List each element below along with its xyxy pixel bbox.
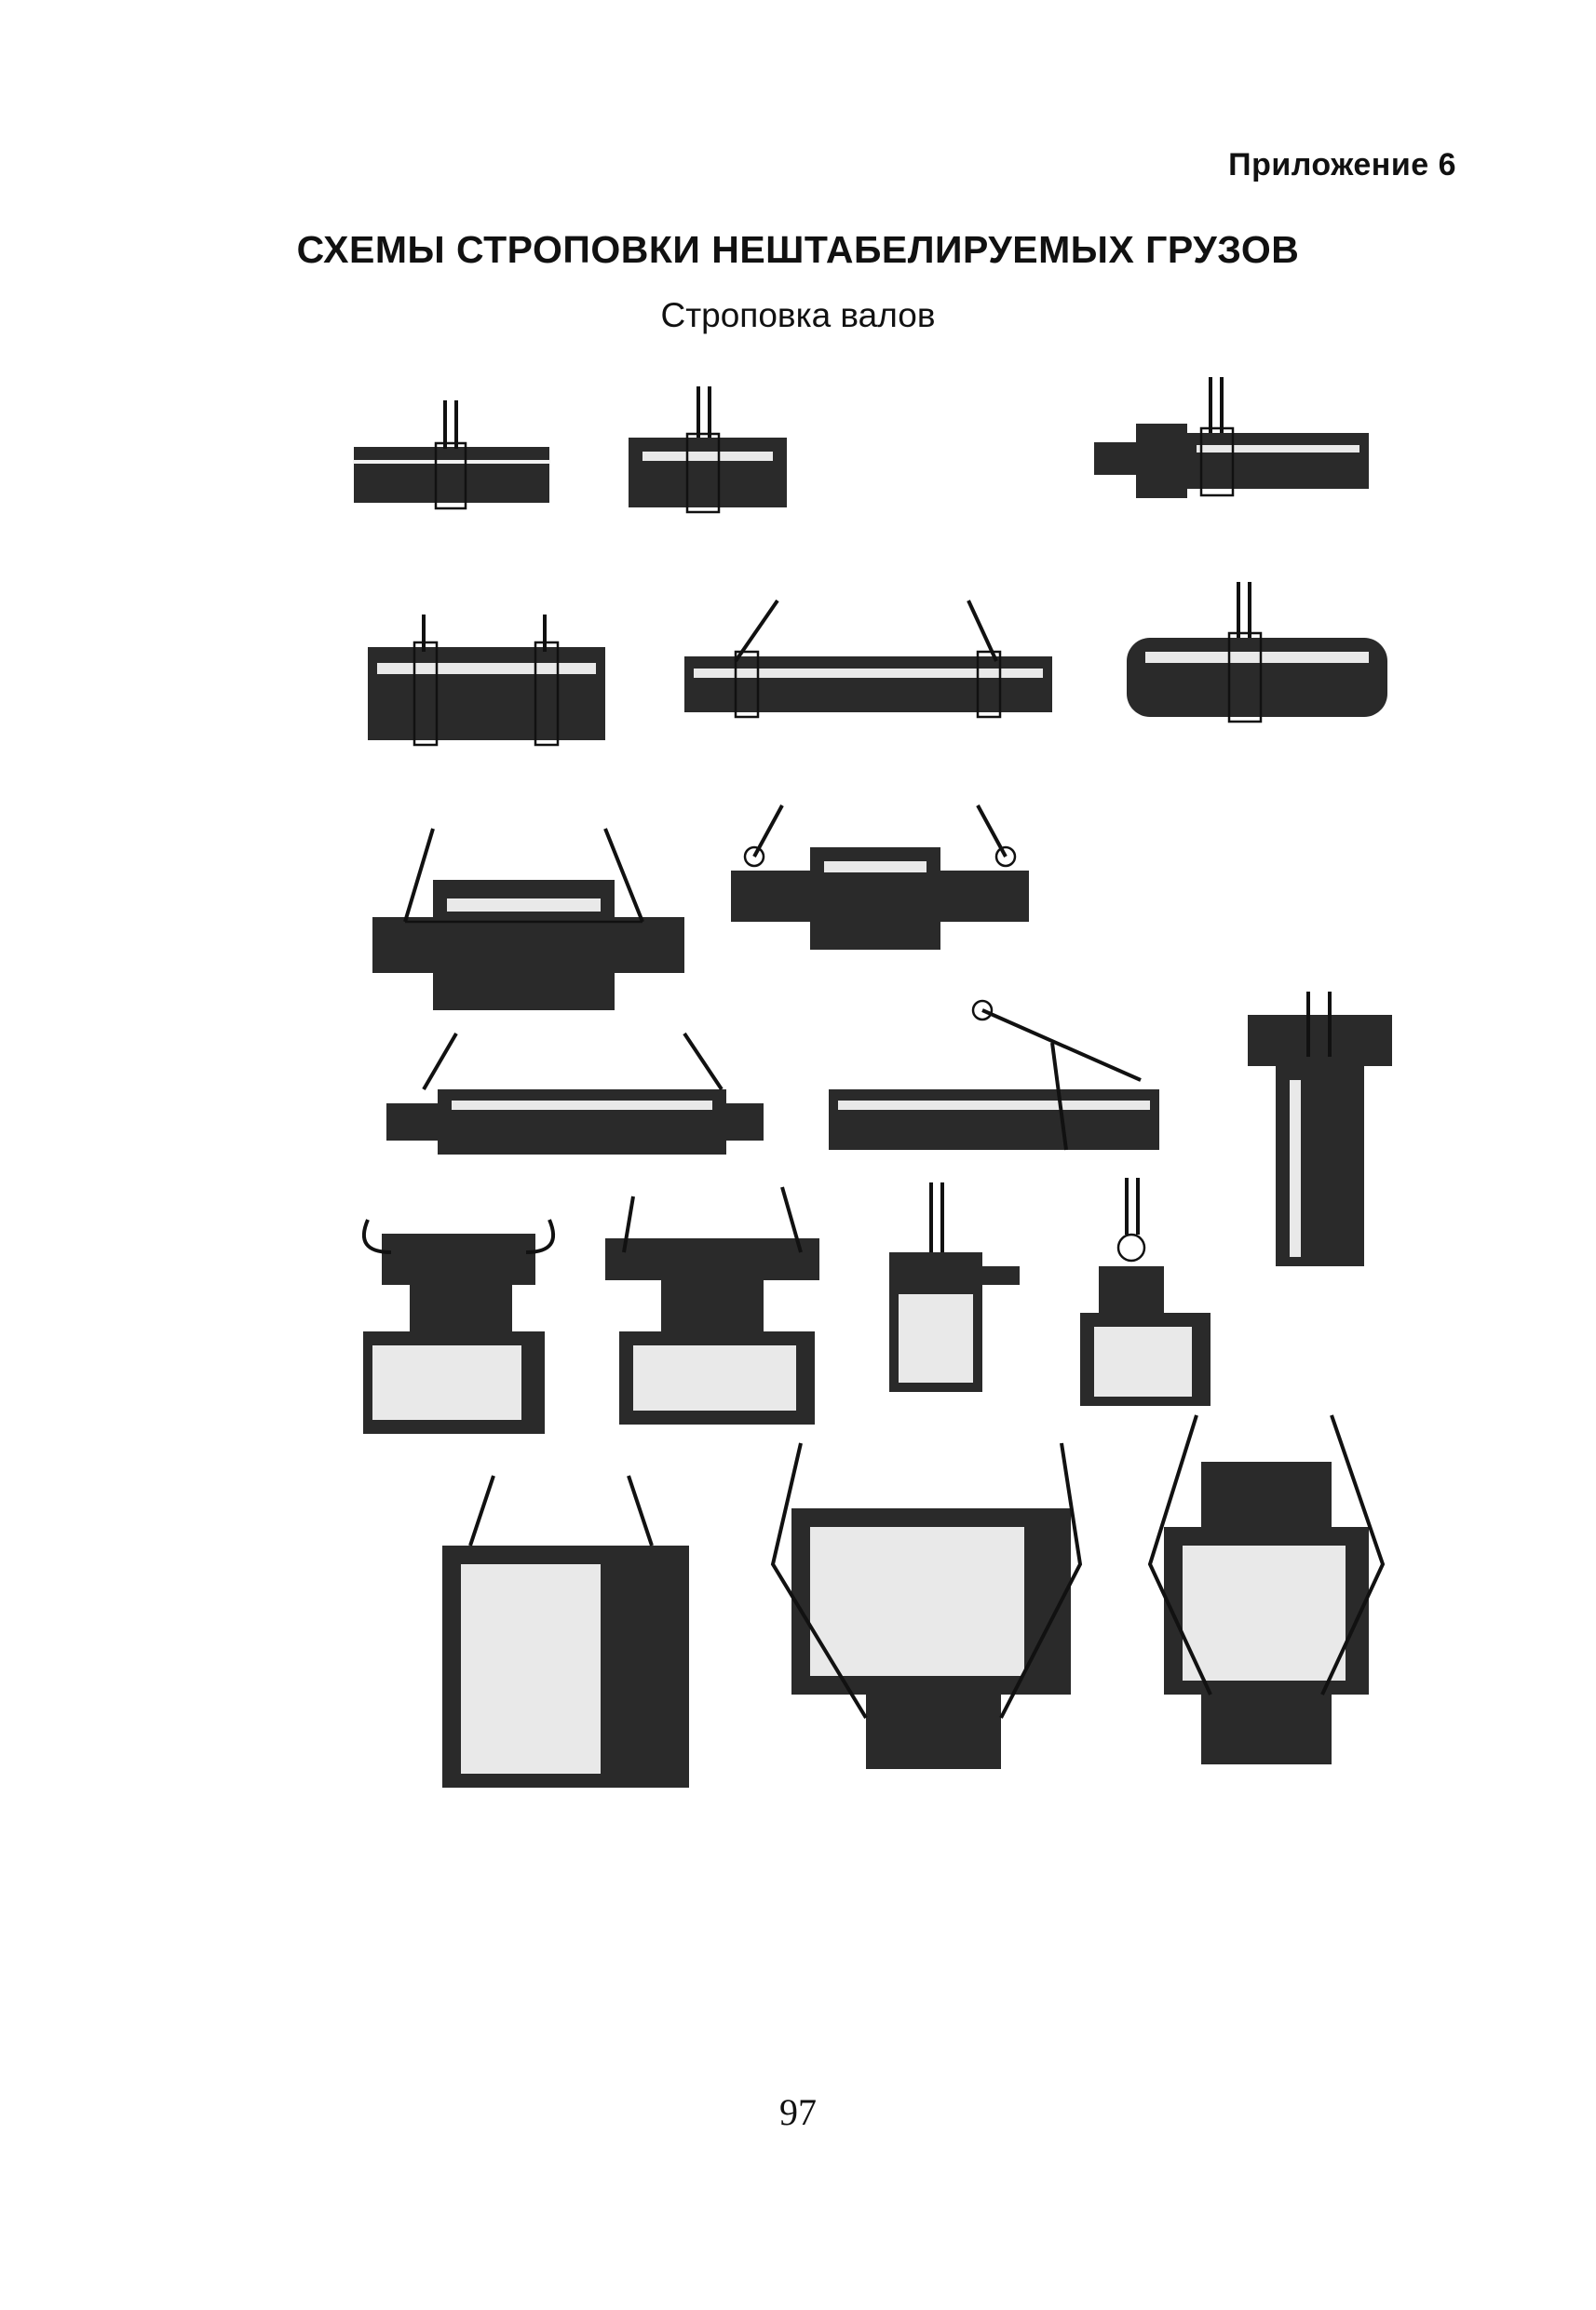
figure-stator-four-leg-sling bbox=[1147, 1414, 1386, 1764]
figure-long-shaft-two-slings bbox=[684, 599, 1052, 719]
figure-long-stepped-shaft-two-slings bbox=[386, 1032, 764, 1155]
figure-housing-four-leg-sling bbox=[770, 1442, 1083, 1769]
appendix-label: Приложение 6 bbox=[1228, 147, 1456, 182]
figure-sleeve-choker-hitch bbox=[889, 1182, 1020, 1392]
figure-shaft-single-loop-2 bbox=[629, 386, 787, 514]
figure-stepped-rotor-two-slings bbox=[731, 804, 1029, 950]
figure-vertical-part-shackle bbox=[1080, 1178, 1211, 1406]
figure-roller-single-loop bbox=[1127, 582, 1387, 723]
figure-shaft-with-lever-gripper bbox=[829, 999, 1159, 1151]
figure-rotor-shaft-two-slings bbox=[372, 828, 684, 1010]
figure-vertical-shaft-collar-sling bbox=[1248, 992, 1392, 1266]
figure-shaft-two-loops bbox=[368, 615, 605, 747]
page-title: СХЕМЫ СТРОПОВКИ НЕШТАБЕЛИРУЕМЫХ ГРУЗОВ bbox=[296, 228, 1300, 271]
figure-drum-two-slings bbox=[442, 1475, 689, 1788]
figure-stepped-shaft-single-loop bbox=[1094, 377, 1369, 498]
figure-shaft-single-loop-1 bbox=[353, 400, 550, 510]
page-number: 97 bbox=[779, 2091, 817, 2133]
figure-flanged-part-two-hooks-2 bbox=[605, 1186, 819, 1425]
figure-flanged-part-two-hooks-1 bbox=[362, 1219, 555, 1434]
section-subtitle: Строповка валов bbox=[660, 296, 936, 334]
